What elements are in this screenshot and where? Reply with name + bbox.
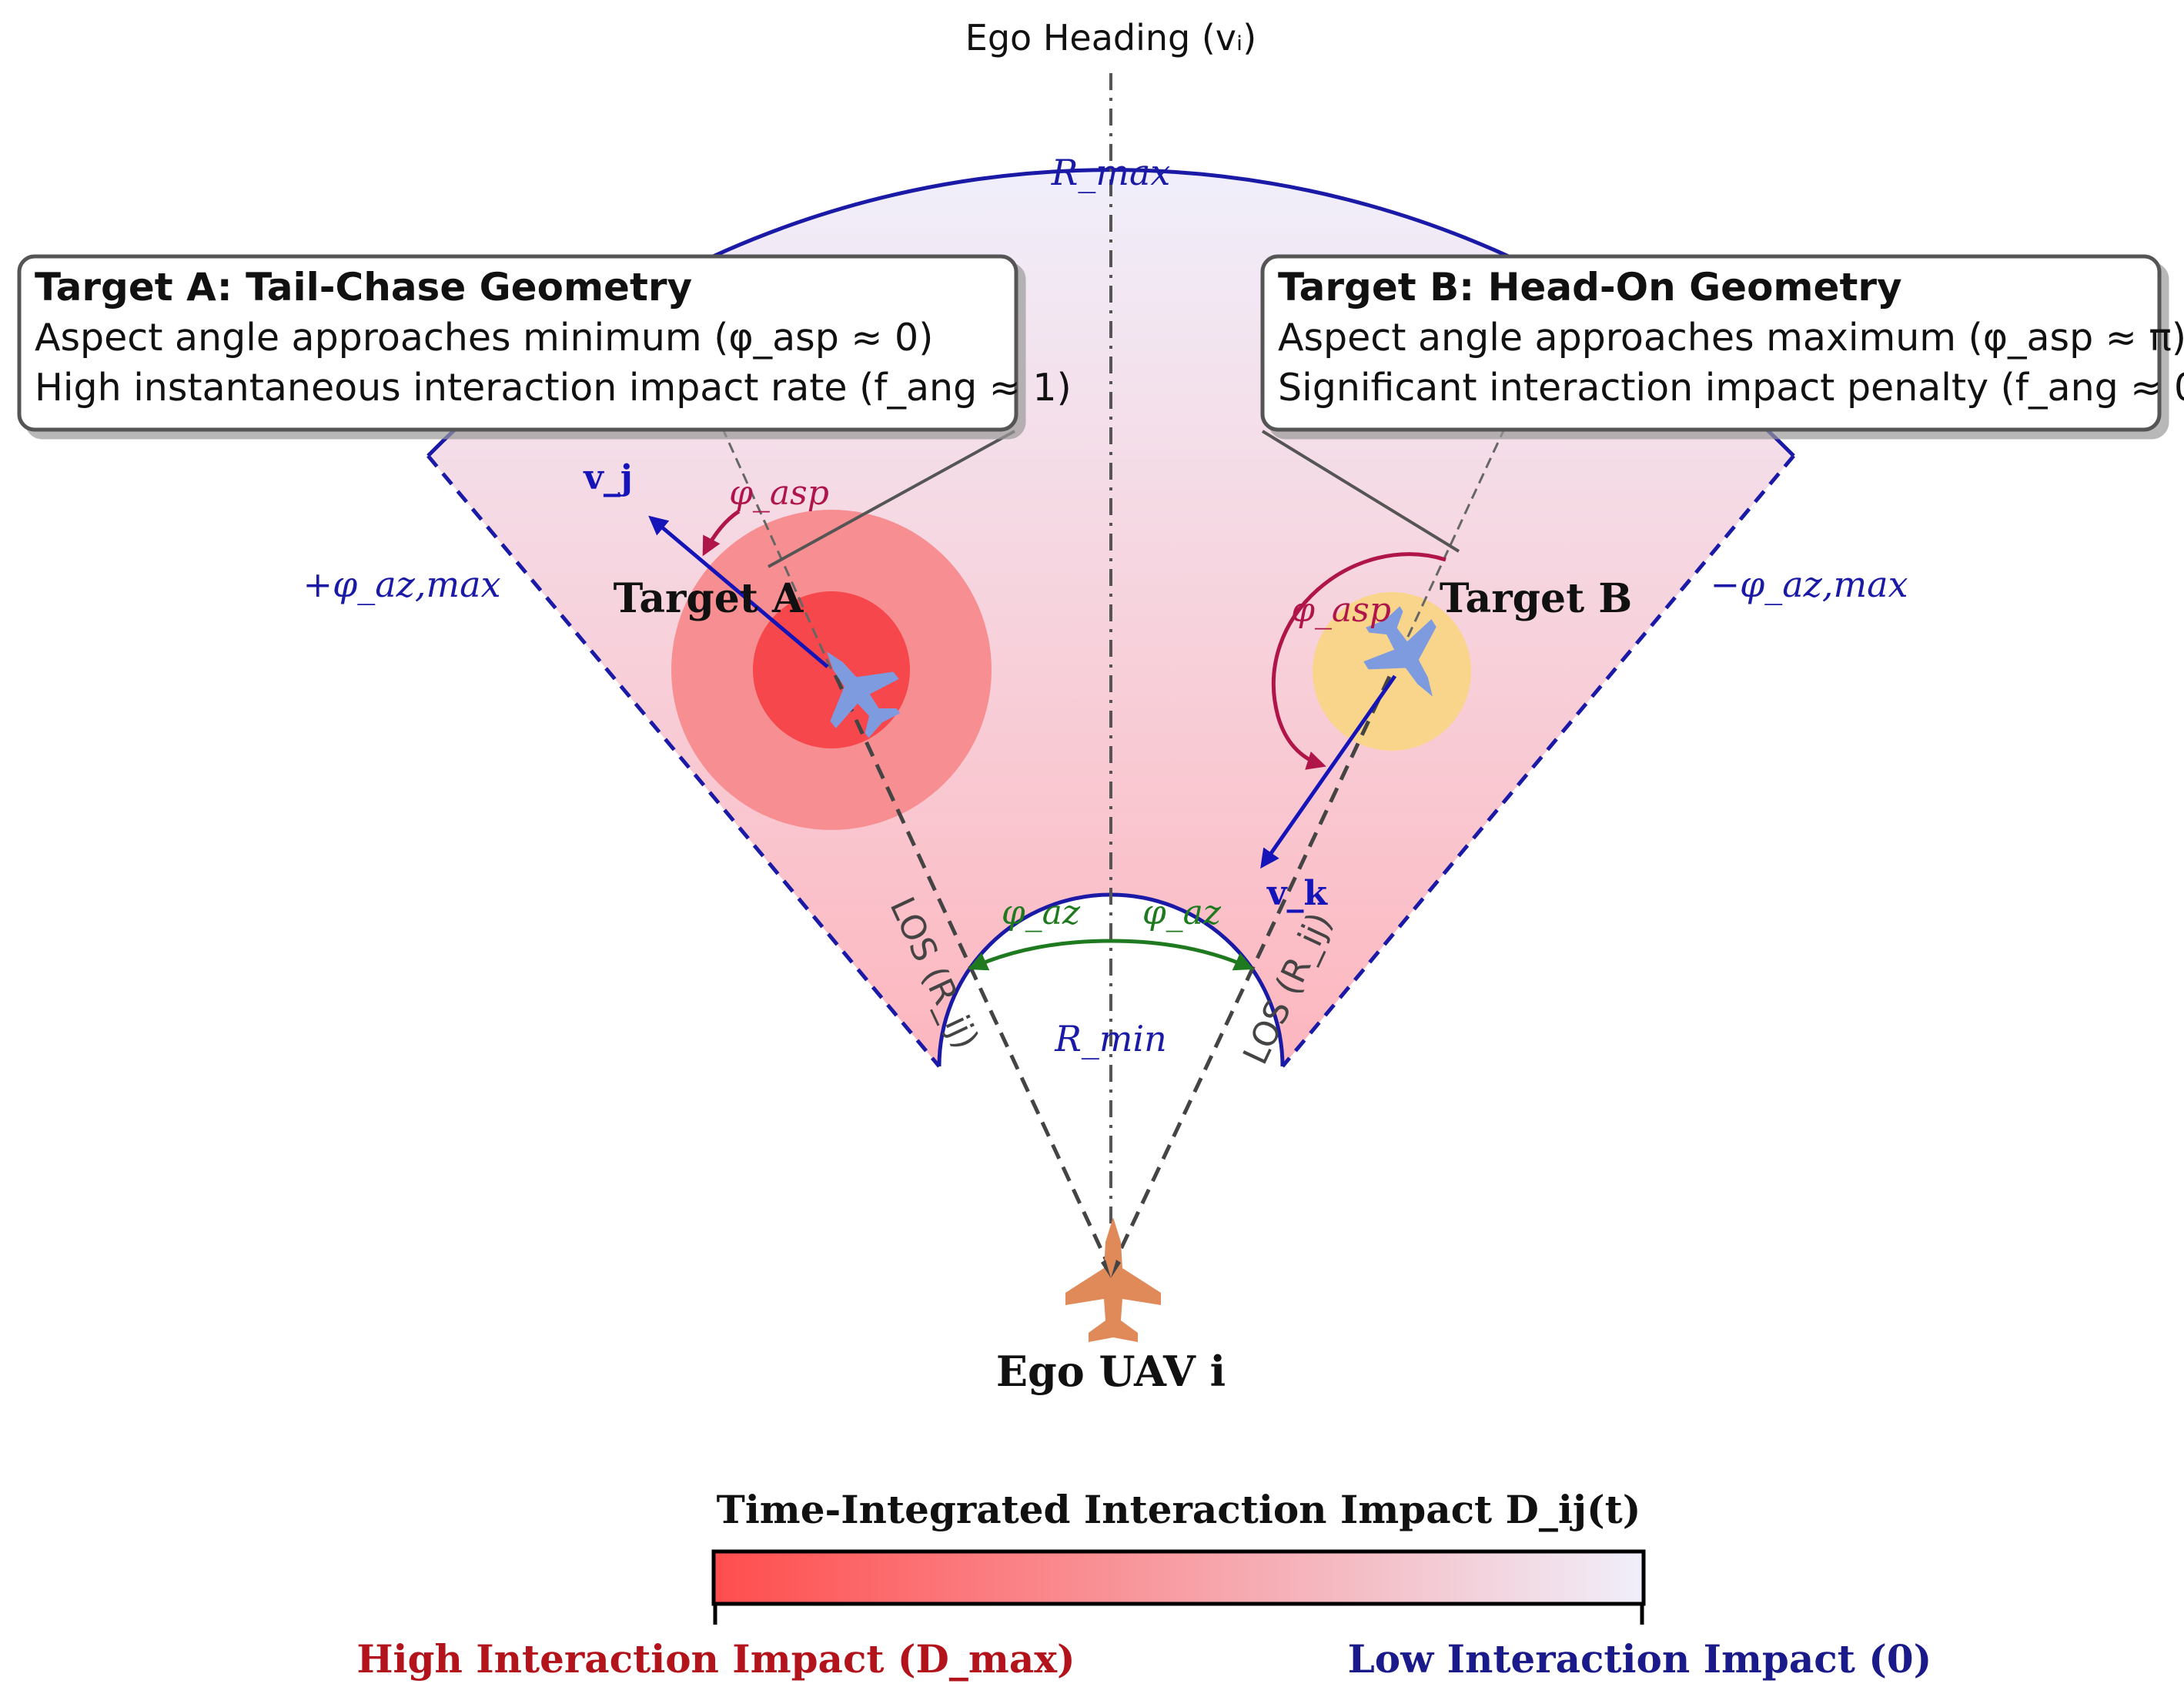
target-a-aspect-label: φ_asp xyxy=(729,474,829,513)
target-a-aspect-arc xyxy=(702,509,741,557)
target-a-jet-icon xyxy=(826,651,901,738)
velocity-k-label: v_k xyxy=(1266,874,1329,913)
target-a-callout-box xyxy=(17,254,1018,432)
velocity-vector-k xyxy=(1260,674,1397,869)
az-max-left-boundary xyxy=(426,454,941,1068)
velocity-j-label: v_j xyxy=(583,458,633,497)
target-a-box-title: Target A: Tail-Chase Geometry xyxy=(35,265,692,310)
target-a-name: Target A xyxy=(614,575,804,622)
ego-label: Ego UAV i xyxy=(996,1347,1226,1396)
target-b-aspect-arc xyxy=(1271,552,1447,770)
target-b-jet-icon xyxy=(1363,606,1436,697)
az-max-left-label: +φ_az,max xyxy=(303,564,500,605)
los-arrowhead-a xyxy=(1101,1260,1111,1278)
target-b-box-title: Target B: Head-On Geometry xyxy=(1278,265,1902,310)
target-b-box-line1: Aspect angle approaches maximum (φ_asp ≈… xyxy=(1278,316,2184,360)
target-a-aspect-reference xyxy=(721,427,833,671)
ego-jet-icon xyxy=(1065,1217,1161,1342)
az-max-right-boundary xyxy=(1281,454,1795,1068)
phi-az-arc-left xyxy=(968,939,1112,971)
target-a-box-line1: Aspect angle approaches minimum (φ_asp ≈… xyxy=(35,316,933,360)
r-max-label: R_max xyxy=(1051,152,1171,193)
target-a-box-line2: High instantaneous interaction impact ra… xyxy=(35,366,1072,410)
phi-az-left-label: φ_az xyxy=(1002,893,1081,932)
target-b-callout-box xyxy=(1260,254,2162,432)
phi-az-right-label: φ_az xyxy=(1142,893,1222,932)
colorbar-title: Time-Integrated Interaction Impact D_ij(… xyxy=(717,1487,1641,1532)
target-b-name: Target B xyxy=(1440,575,1632,622)
callout-connector-b xyxy=(1261,430,1460,553)
los-line-b xyxy=(1109,670,1394,1272)
target-b-aspect-reference xyxy=(1390,427,1507,672)
r-min-label: R_min xyxy=(1054,1018,1167,1059)
heading-label: Ego Heading (vᵢ) xyxy=(965,17,1256,59)
velocity-vector-j xyxy=(648,515,829,668)
callout-connector-a xyxy=(768,430,1015,568)
target-b-box-line2: Significant interaction impact penalty (… xyxy=(1278,366,2184,410)
colorbar xyxy=(711,1549,1646,1606)
az-max-right-label: −φ_az,max xyxy=(1710,564,1908,605)
phi-az-arc-right xyxy=(1110,939,1254,971)
colorbar-high-label: High Interaction Impact (D_max) xyxy=(356,1636,1075,1682)
los-arrowhead-b xyxy=(1111,1260,1121,1278)
colorbar-low-label: Low Interaction Impact (0) xyxy=(1348,1636,1932,1682)
target-b-aspect-label: φ_asp xyxy=(1291,591,1391,630)
